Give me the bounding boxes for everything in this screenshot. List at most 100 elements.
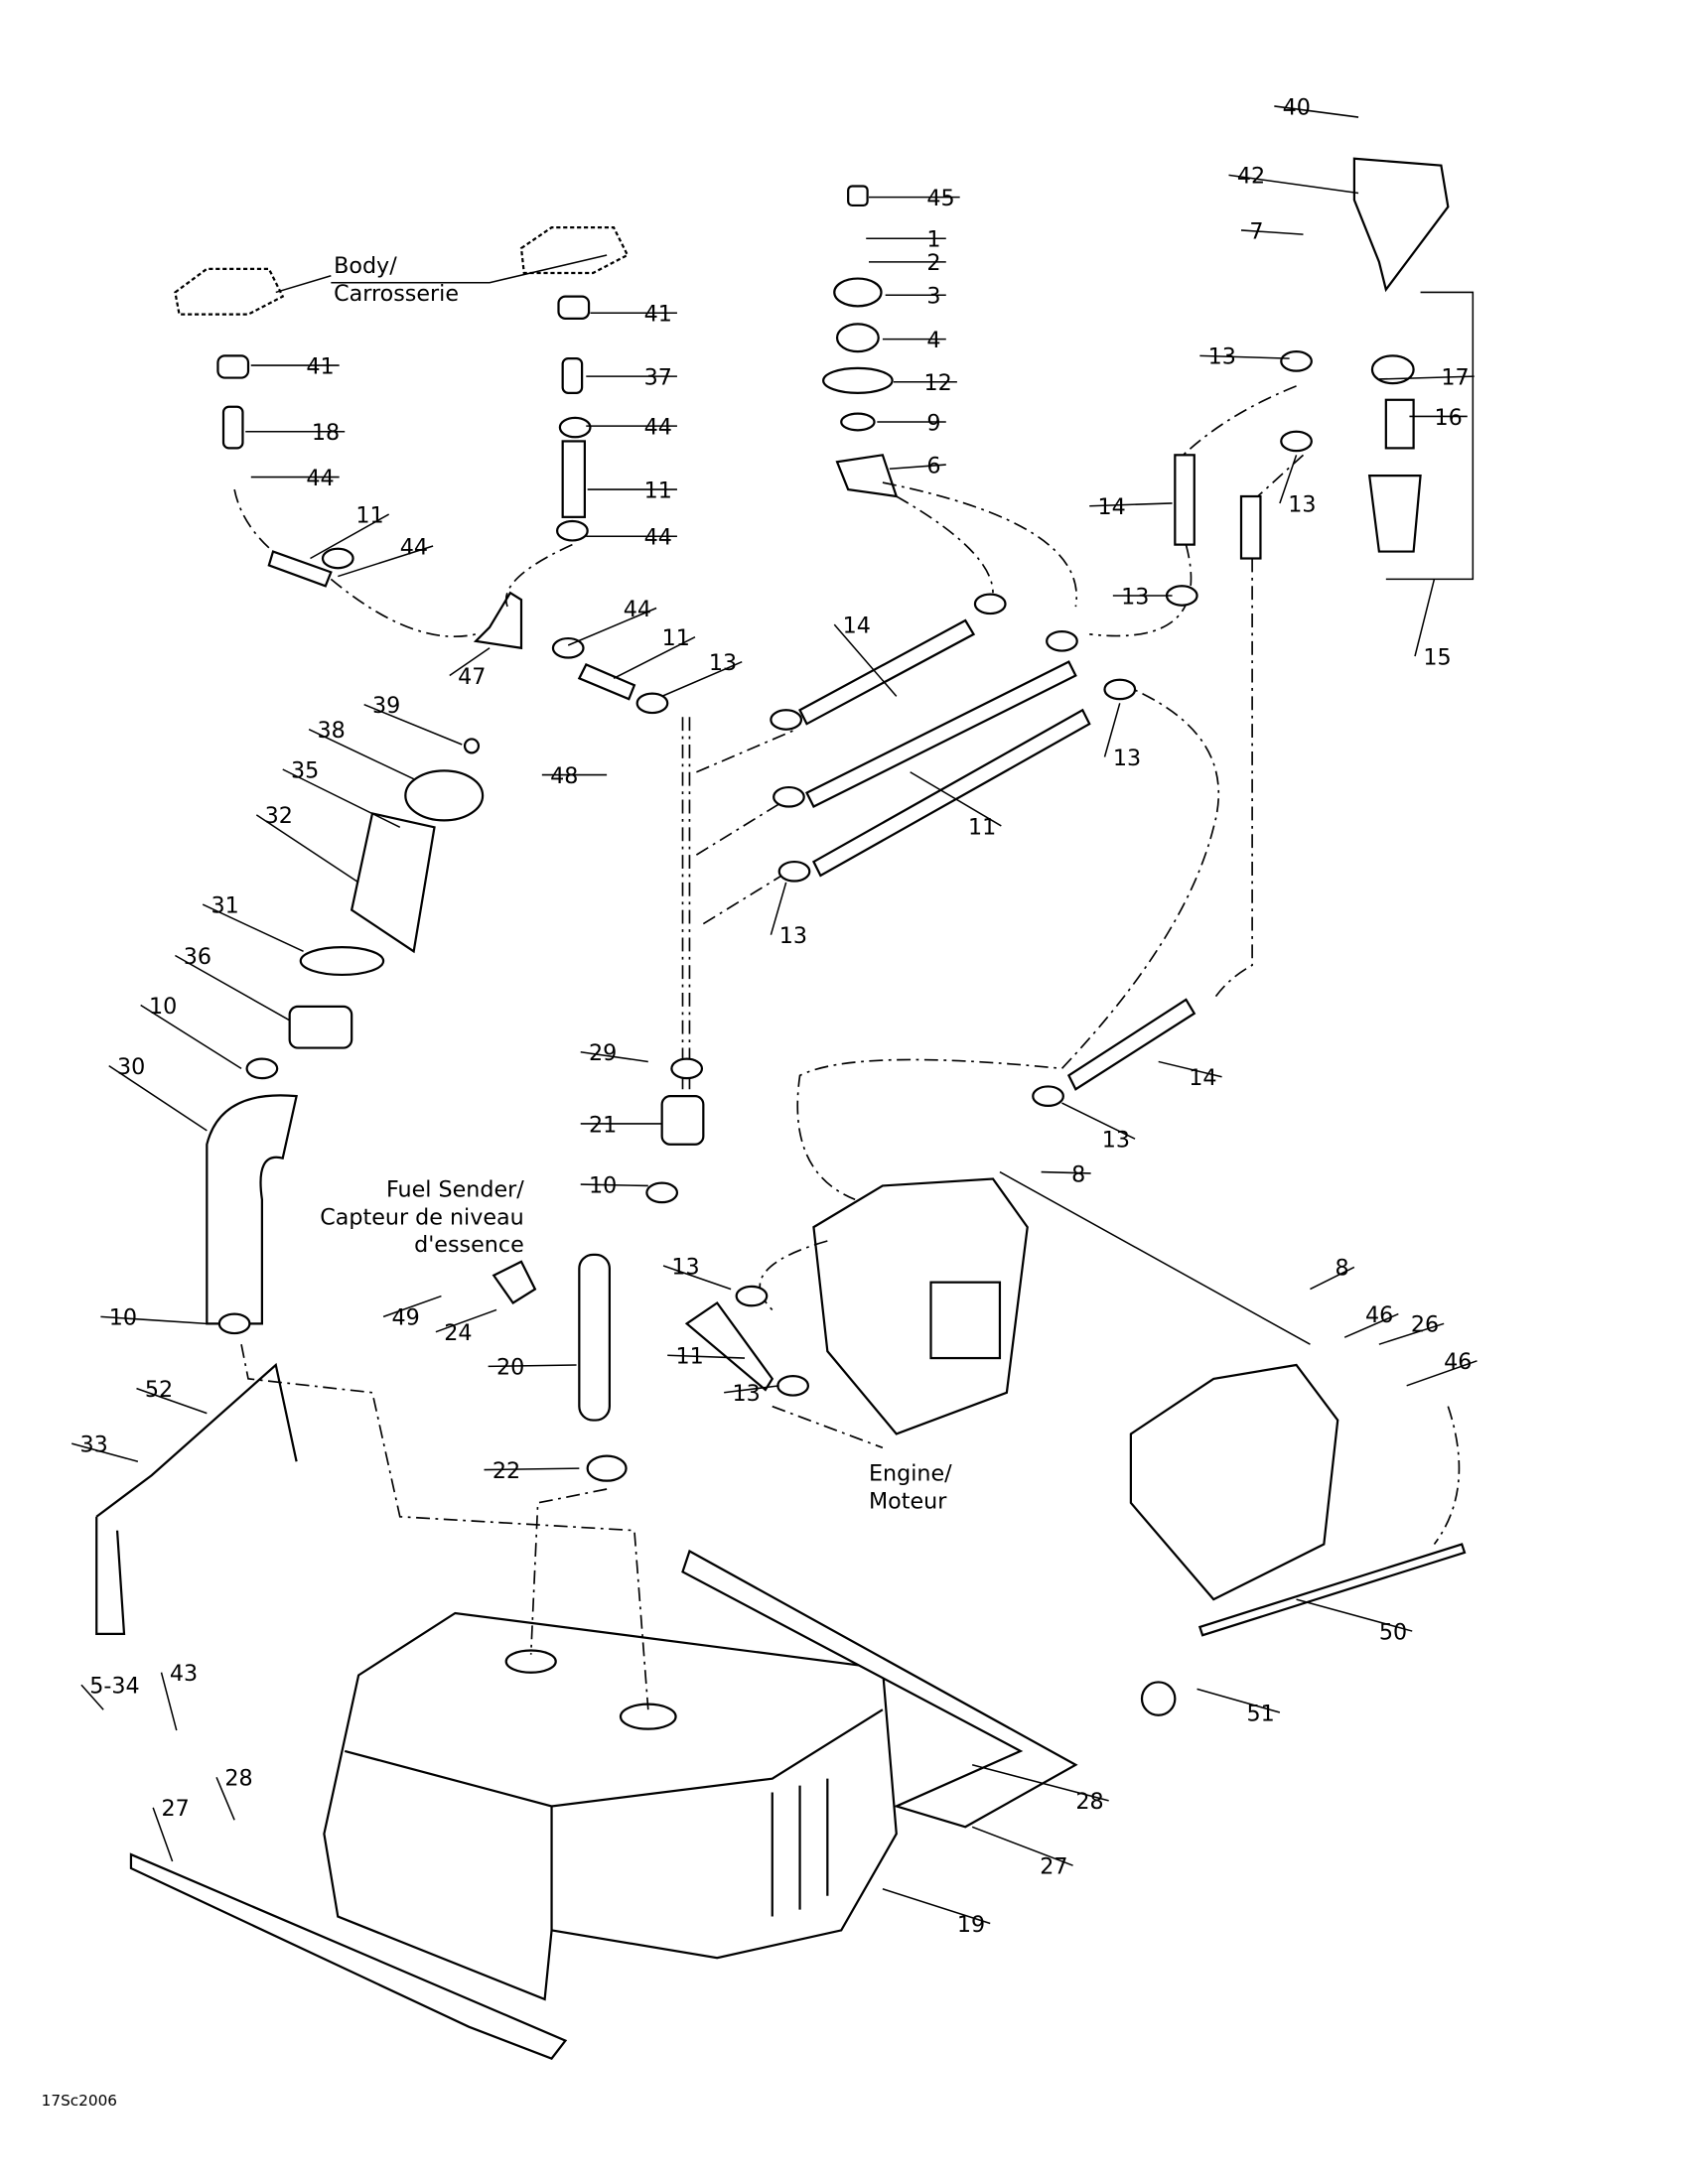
fuel-sender-note-line2: Capteur de niveau xyxy=(320,1204,524,1230)
leader-line xyxy=(580,1050,648,1063)
leader-line xyxy=(1089,502,1173,507)
hose-clamp xyxy=(556,519,589,542)
leader-line xyxy=(1296,1598,1413,1632)
leader-line xyxy=(71,1442,139,1462)
callout-13: 13 xyxy=(733,1381,761,1407)
callout-11: 11 xyxy=(968,814,996,840)
leader-line xyxy=(1343,1312,1399,1338)
filler-neck xyxy=(206,738,485,1325)
callout-52: 52 xyxy=(145,1377,173,1403)
fuel-valve-stack xyxy=(822,185,899,498)
callout-21: 21 xyxy=(589,1112,617,1138)
callout-24: 24 xyxy=(444,1320,472,1346)
callout-13: 13 xyxy=(709,650,737,676)
hose-clamp xyxy=(1103,678,1137,701)
leader-line xyxy=(488,1364,577,1368)
leader-line xyxy=(175,954,291,1022)
leader-line xyxy=(215,1776,235,1821)
heat-shield-left xyxy=(129,1852,568,2060)
leader-line xyxy=(1378,375,1475,380)
fuel-tank xyxy=(323,1611,898,2001)
leader-line xyxy=(80,1684,104,1710)
callout-9: 9 xyxy=(926,410,940,436)
leader-line xyxy=(449,647,491,677)
callout-41: 41 xyxy=(306,353,334,379)
leader-line xyxy=(567,607,657,646)
leader-line xyxy=(100,1315,208,1325)
leader-line xyxy=(338,545,434,578)
hose-clamp xyxy=(1046,629,1078,652)
hose-clamp xyxy=(1032,1085,1064,1107)
leader-line xyxy=(661,660,743,698)
fuel-sender-note-line3: d'essence xyxy=(414,1232,524,1258)
callout-13: 13 xyxy=(779,923,807,949)
callout-14: 14 xyxy=(843,614,871,639)
hose-clamp xyxy=(558,416,592,439)
callout-14: 14 xyxy=(1189,1065,1216,1091)
leader-line xyxy=(724,1385,779,1394)
callout-33: 33 xyxy=(80,1433,108,1458)
body-note-line1: Body/ xyxy=(334,253,397,279)
leader-line xyxy=(1406,1360,1477,1387)
leader-line xyxy=(662,1265,732,1291)
callout-37: 37 xyxy=(644,365,672,391)
callout-44: 44 xyxy=(306,466,334,491)
callout-18: 18 xyxy=(312,420,340,446)
leader-line xyxy=(910,771,1002,827)
leader-line xyxy=(160,1672,178,1731)
leader-line xyxy=(308,729,414,780)
callout-48: 48 xyxy=(550,763,578,789)
callout-46: 46 xyxy=(1365,1302,1393,1328)
hose-clamp xyxy=(217,1312,251,1335)
callout-4: 4 xyxy=(926,328,940,353)
callout-1: 1 xyxy=(926,227,940,253)
leader-line xyxy=(202,903,304,953)
leader-line xyxy=(363,704,463,746)
callout-13: 13 xyxy=(1113,746,1141,771)
leader-line xyxy=(1378,1322,1445,1345)
leader-line xyxy=(152,1807,174,1862)
hose-clamp xyxy=(321,547,354,570)
callout-10: 10 xyxy=(149,994,177,1020)
hose-clamp xyxy=(1280,350,1313,372)
leader-line xyxy=(1061,1102,1136,1140)
callout-13: 13 xyxy=(1121,584,1149,610)
leader-line xyxy=(282,768,401,829)
callout-47: 47 xyxy=(458,664,486,690)
body-mounts xyxy=(174,226,630,650)
leader-line xyxy=(1279,455,1298,504)
leader-line xyxy=(435,1308,497,1333)
callout-8: 8 xyxy=(1335,1256,1348,1282)
callout-27: 27 xyxy=(162,1796,190,1822)
callout-30: 30 xyxy=(117,1054,145,1080)
hose-clamp xyxy=(973,593,1007,615)
hose-clamp xyxy=(773,785,805,808)
callout-20: 20 xyxy=(496,1355,524,1381)
callout-16: 16 xyxy=(1434,405,1462,431)
leader-line xyxy=(1041,1170,1091,1174)
hose-clamps xyxy=(217,350,1313,1397)
leader-line xyxy=(1103,703,1121,757)
leader-line xyxy=(1274,105,1359,118)
hose-clamp xyxy=(551,636,585,659)
leader-line xyxy=(971,1826,1073,1866)
hose-clamp xyxy=(777,860,811,883)
leader-line xyxy=(580,1183,648,1187)
callout-5-34: 5-34 xyxy=(89,1674,139,1700)
leader-line xyxy=(484,1467,580,1471)
callout-35: 35 xyxy=(291,757,319,783)
callout-8: 8 xyxy=(1071,1161,1085,1187)
leader-line xyxy=(382,1295,442,1318)
callout-3: 3 xyxy=(926,284,940,310)
reference-code: 17Sc2006 xyxy=(42,2092,117,2110)
leader-line xyxy=(1199,354,1290,359)
leader-line xyxy=(1158,1060,1222,1078)
leader-line xyxy=(770,882,787,935)
heat-shield-right xyxy=(681,1549,1078,1829)
hose-clamp xyxy=(735,1285,769,1307)
leader-line xyxy=(1196,1688,1281,1713)
callout-13: 13 xyxy=(671,1254,699,1280)
